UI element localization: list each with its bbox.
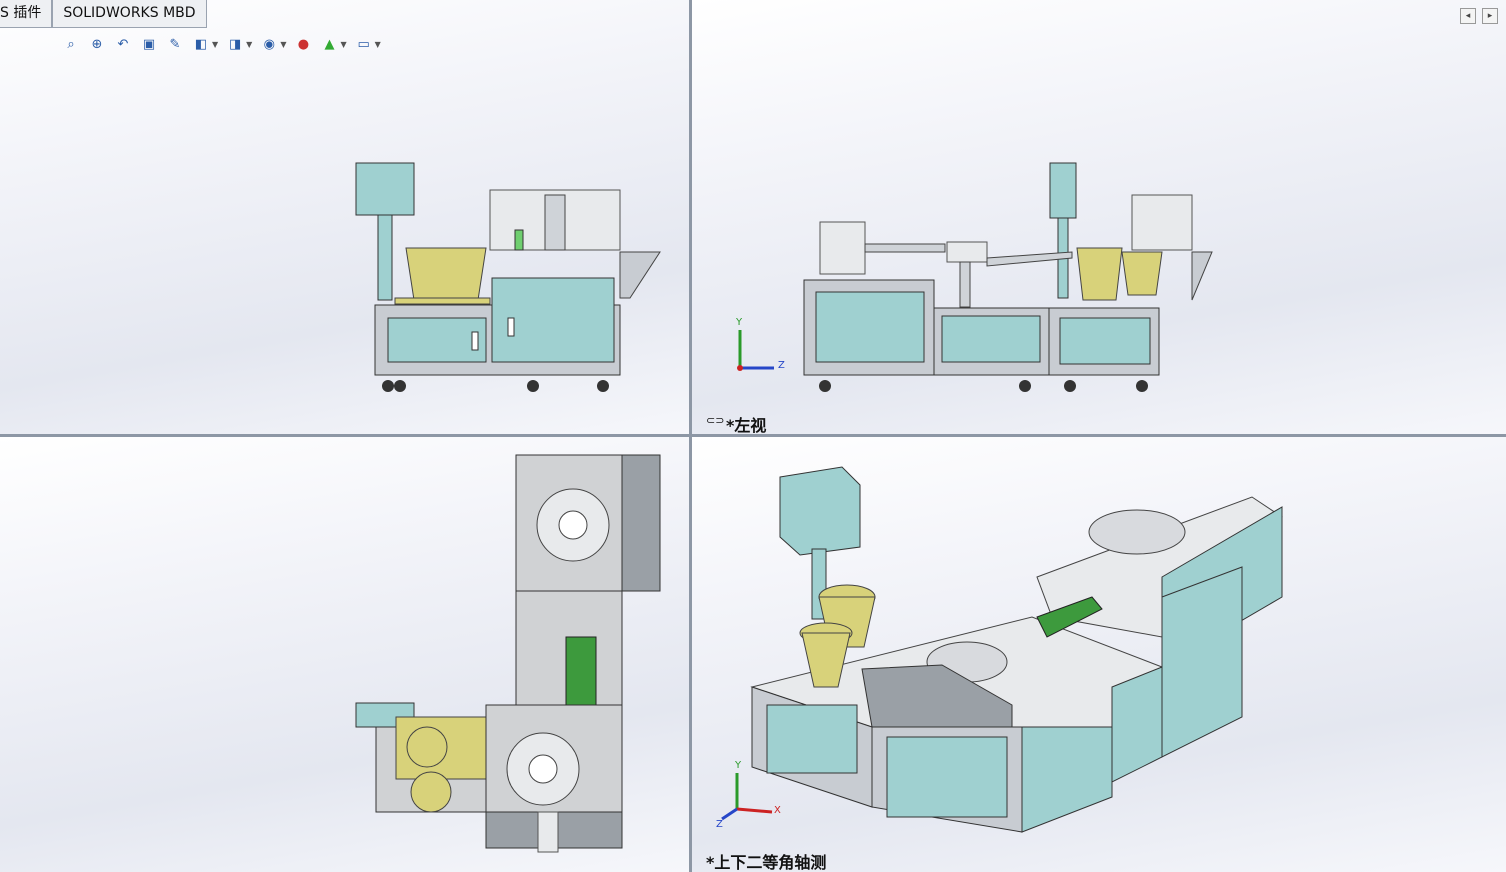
hide-show-items-icon[interactable]: ◉	[263, 36, 275, 52]
front-view-model	[355, 162, 661, 392]
trimetric-view-model	[721, 466, 1283, 833]
apply-scene-icon[interactable]: ▲	[324, 36, 335, 52]
zoom-to-area-icon[interactable]: ⊕	[91, 36, 103, 52]
view-label-trimetric: *上下二等角轴测	[706, 853, 827, 872]
view-settings-icon[interactable]: ▭	[357, 36, 370, 52]
pane-expand-icon[interactable]: ▸	[1482, 8, 1498, 24]
triad-z-label: Z	[716, 819, 723, 830]
viewport-front[interactable]	[0, 0, 689, 434]
viewport-top[interactable]	[0, 437, 689, 872]
viewport-trimetric[interactable]: Y X Z *上下二等角轴测	[692, 437, 1506, 872]
triad-z-label: Z	[778, 360, 785, 371]
view-orientation-icon[interactable]: ◧	[194, 36, 208, 52]
section-view-icon[interactable]: ▣	[142, 36, 156, 52]
chevron-down-icon[interactable]: ▼	[212, 39, 219, 49]
triad-x-label: X	[774, 805, 781, 816]
chevron-down-icon[interactable]: ▼	[340, 39, 347, 49]
link-view-icon[interactable]: ⊂⊃	[706, 414, 725, 427]
triad-y-label: Y	[735, 760, 742, 771]
edit-appearance-icon[interactable]: ●	[297, 36, 310, 52]
viewport-splitter-horizontal[interactable]	[0, 434, 1506, 437]
zoom-to-fit-icon[interactable]: ⌕	[67, 36, 75, 52]
previous-view-icon[interactable]: ↶	[117, 36, 129, 52]
dynamic-annotation-icon[interactable]: ✎	[169, 36, 181, 52]
view-label-left: *左视	[726, 416, 767, 434]
display-style-icon[interactable]: ◨	[229, 36, 242, 52]
top-view-model	[355, 454, 661, 853]
chevron-down-icon[interactable]: ▼	[374, 39, 381, 49]
heads-up-view-toolbar: ⌕ ⊕ ↶ ▣ ✎ ◧ ▼ ◨ ▼ ◉ ▼ ● ▲ ▼ ▭ ▼	[60, 32, 387, 56]
left-view-model	[737, 162, 1213, 392]
chevron-down-icon[interactable]: ▼	[246, 39, 253, 49]
tab-solidworks-mbd[interactable]: SOLIDWORKS MBD	[52, 0, 207, 28]
viewport-left[interactable]: ◂ ▸ Y Z ⊂⊃ *左视	[692, 0, 1506, 434]
pane-collapse-icon[interactable]: ◂	[1460, 8, 1476, 24]
chevron-down-icon[interactable]: ▼	[280, 39, 287, 49]
command-manager-tabs: S 插件 SOLIDWORKS MBD	[0, 0, 207, 28]
triad-y-label: Y	[736, 317, 743, 328]
tab-addins[interactable]: S 插件	[0, 0, 53, 28]
